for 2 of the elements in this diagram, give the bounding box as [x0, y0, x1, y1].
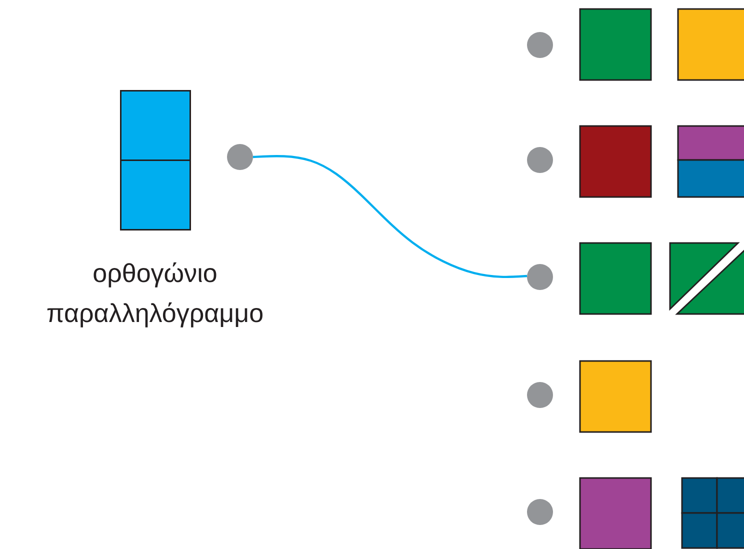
- connector-line: [252, 155, 528, 278]
- shape-label: ορθογώνιο παραλληλόγραμμο: [45, 257, 265, 330]
